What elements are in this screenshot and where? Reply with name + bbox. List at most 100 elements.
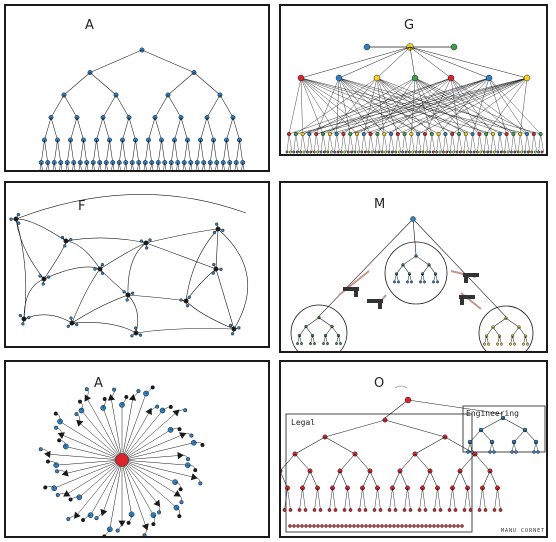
mesh-node — [375, 131, 380, 137]
leaf-node — [462, 508, 467, 512]
base-node — [520, 150, 524, 154]
base-node — [499, 150, 503, 154]
mesh-edge — [511, 133, 514, 153]
cluster-node — [145, 246, 149, 250]
person-marker — [84, 394, 91, 402]
network-node — [143, 240, 149, 246]
base-node — [316, 524, 320, 528]
leaf-edge — [208, 162, 211, 170]
mesh-node — [497, 131, 502, 137]
mesh-edge — [484, 133, 487, 153]
leaf-edge — [389, 487, 393, 511]
mesh-edge — [338, 77, 541, 135]
network-edge — [15, 218, 45, 280]
mesh-edge — [300, 77, 392, 135]
mesh-edge — [376, 77, 487, 135]
mesh-node — [484, 131, 489, 137]
mesh-edge — [300, 77, 324, 135]
person-marker — [128, 394, 137, 401]
tree-edge — [482, 470, 491, 489]
tree-edge — [79, 139, 84, 163]
mesh-edge — [533, 133, 537, 153]
mesh-node — [382, 131, 387, 137]
spoke-leaf — [157, 510, 162, 515]
tree-edge — [502, 417, 526, 431]
base-node — [537, 150, 541, 154]
leaf-edge — [332, 487, 336, 511]
cluster-node — [63, 244, 67, 248]
tree-edge — [305, 326, 313, 336]
mesh-edge — [422, 133, 426, 153]
tree-edge — [148, 139, 153, 163]
spoke-edge — [48, 453, 123, 461]
base-node — [448, 524, 452, 528]
mesh-edge — [486, 133, 490, 153]
base-node — [506, 150, 510, 154]
base-node — [387, 150, 391, 154]
cluster-node — [215, 222, 219, 226]
network-edge — [23, 278, 45, 320]
leaf-edge — [54, 162, 56, 170]
spoke-node — [106, 526, 113, 533]
mesh-node — [456, 131, 462, 137]
base-node — [411, 150, 415, 154]
tree-edge — [219, 94, 234, 118]
divisions-diagram — [290, 216, 534, 351]
leaf-node — [423, 280, 426, 284]
spoke-leaf — [142, 533, 147, 536]
mesh-node — [504, 131, 509, 137]
person-marker — [190, 473, 198, 481]
gun-icon — [459, 295, 475, 305]
mesh-edge — [300, 133, 303, 153]
network-diagram — [9, 194, 249, 338]
mesh-edge — [438, 133, 442, 153]
tree-edge — [459, 470, 468, 489]
panel-letter: M — [374, 197, 386, 212]
leaf-edge — [125, 162, 128, 170]
tree-edge — [281, 472, 288, 489]
mesh-edge — [506, 133, 510, 153]
mesh-edge — [348, 133, 351, 153]
base-node — [350, 150, 354, 154]
spoke-edge — [121, 459, 132, 515]
leaf-node — [372, 508, 377, 512]
base-node — [404, 150, 408, 154]
leaf-edge — [112, 162, 115, 170]
leaf-edge — [314, 487, 318, 511]
spoke-edge — [81, 410, 123, 461]
network-edge — [71, 322, 137, 334]
mesh-edge — [538, 133, 541, 153]
mesh-edge — [418, 133, 422, 153]
mesh-edge — [356, 133, 361, 153]
mesh-edge — [458, 133, 463, 153]
network-edge — [71, 268, 101, 324]
mesh-edge — [540, 133, 544, 153]
mesh-edge — [438, 77, 490, 135]
leaf-edge — [236, 162, 238, 170]
mesh-node — [368, 131, 373, 137]
tree-edge — [232, 117, 240, 141]
mesh-edge — [338, 77, 473, 135]
base-node — [401, 150, 405, 154]
leaf-node — [410, 280, 413, 284]
base-node — [329, 150, 333, 154]
tree-edge — [44, 139, 49, 163]
cluster-node — [9, 217, 13, 221]
leaf-node — [432, 508, 437, 512]
base-node — [421, 150, 425, 154]
base-node — [397, 150, 401, 154]
leaf-node — [492, 508, 497, 512]
tree-edge — [157, 139, 162, 163]
leaf-node — [309, 342, 312, 346]
tree-edge — [399, 453, 416, 472]
tree-edge — [170, 139, 175, 163]
mesh-node — [422, 131, 428, 137]
network-node — [63, 238, 69, 244]
mesh-edge — [336, 77, 340, 135]
leaf-edge — [452, 487, 456, 511]
cluster-node — [122, 290, 126, 294]
leaf-edge — [65, 162, 68, 170]
leaf-edge — [117, 162, 120, 170]
mesh-edge — [338, 77, 507, 135]
tree-edge — [396, 264, 404, 275]
